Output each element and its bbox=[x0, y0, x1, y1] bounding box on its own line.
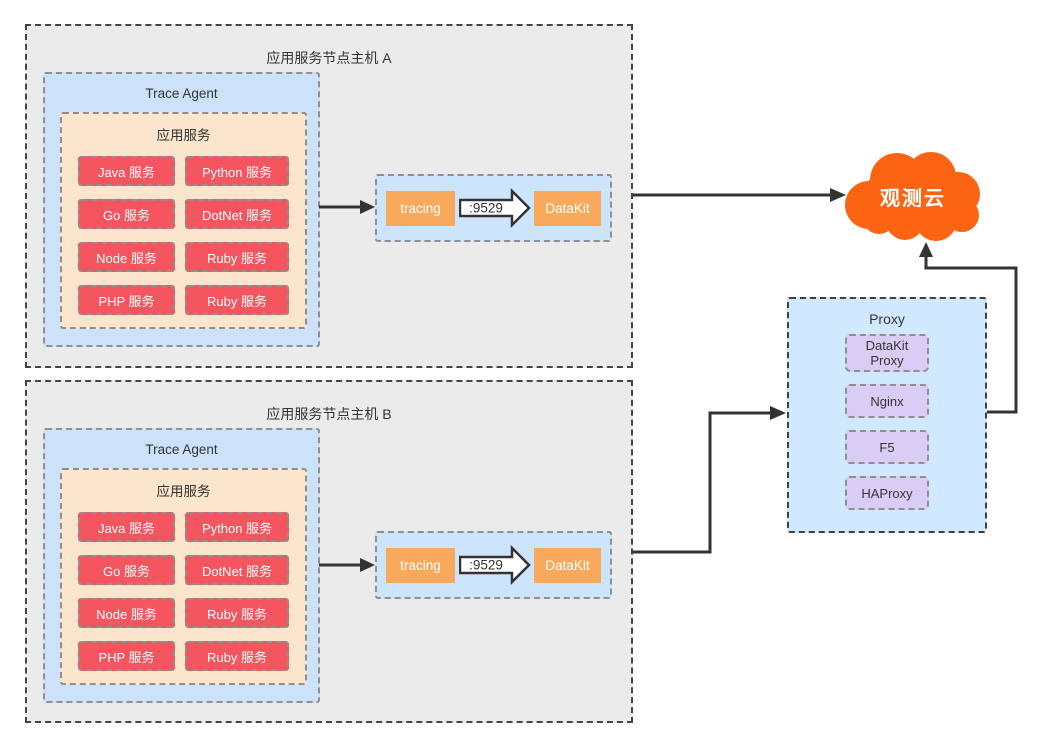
guance-cloud: 观测云 bbox=[841, 150, 985, 245]
service-grid-a: Java 服务 Python 服务 Go 服务 DotNet 服务 Node 服… bbox=[78, 156, 289, 315]
trace-agent-title: Trace Agent bbox=[145, 442, 218, 457]
service-grid-b: Java 服务 Python 服务 Go 服务 DotNet 服务 Node 服… bbox=[78, 512, 289, 671]
arrowhead-proxy bbox=[770, 406, 786, 420]
service-box-java: Java 服务 bbox=[78, 512, 175, 542]
trace-agent-box-b: Trace Agent 应用服务 Java 服务 Python 服务 Go 服务… bbox=[43, 428, 320, 703]
proxy-box: Proxy DataKit Proxy Nginx F5 HAProxy bbox=[787, 297, 987, 533]
service-box-go: Go 服务 bbox=[78, 199, 175, 229]
service-box-go: Go 服务 bbox=[78, 555, 175, 585]
proxy-item-datakit-proxy: DataKit Proxy bbox=[845, 334, 929, 372]
app-services-title: 应用服务 bbox=[156, 128, 211, 143]
service-box-dotnet: DotNet 服务 bbox=[185, 555, 289, 585]
port-label: :9529 bbox=[469, 558, 503, 573]
host-b-box: 应用服务节点主机 B Trace Agent 应用服务 Java 服务 Pyth… bbox=[25, 380, 633, 723]
service-box-php: PHP 服务 bbox=[78, 285, 175, 315]
proxy-item-nginx: Nginx bbox=[845, 384, 929, 418]
service-box-ruby: Ruby 服务 bbox=[185, 242, 289, 272]
service-box-ruby-2: Ruby 服务 bbox=[185, 285, 289, 315]
service-box-node: Node 服务 bbox=[78, 242, 175, 272]
trace-agent-title: Trace Agent bbox=[145, 86, 218, 101]
app-services-box-a: 应用服务 Java 服务 Python 服务 Go 服务 DotNet 服务 N… bbox=[60, 112, 307, 329]
trace-agent-box-a: Trace Agent 应用服务 Java 服务 Python 服务 Go 服务… bbox=[43, 72, 320, 347]
service-box-python: Python 服务 bbox=[185, 156, 289, 186]
service-box-dotnet: DotNet 服务 bbox=[185, 199, 289, 229]
proxy-items: DataKit Proxy Nginx F5 HAProxy bbox=[789, 334, 985, 510]
cloud-shape-icon bbox=[845, 152, 980, 241]
service-box-php: PHP 服务 bbox=[78, 641, 175, 671]
host-a-title: 应用服务节点主机 A bbox=[266, 50, 392, 66]
port-arrow-icon: :9529 bbox=[458, 188, 531, 228]
service-box-ruby-2: Ruby 服务 bbox=[185, 641, 289, 671]
app-services-box-b: 应用服务 Java 服务 Python 服务 Go 服务 DotNet 服务 N… bbox=[60, 468, 307, 685]
host-b-title: 应用服务节点主机 B bbox=[266, 406, 392, 422]
datakit-box: DataKit bbox=[534, 547, 601, 583]
port-arrow-icon: :9529 bbox=[458, 545, 531, 585]
service-box-node: Node 服务 bbox=[78, 598, 175, 628]
cloud-label: 观测云 bbox=[880, 188, 946, 210]
pipeline-box-a: tracing :9529 DataKit bbox=[375, 174, 612, 242]
tracing-box: tracing bbox=[386, 547, 455, 583]
datakit-box: DataKit bbox=[534, 190, 601, 226]
proxy-item-f5: F5 bbox=[845, 430, 929, 464]
app-services-title: 应用服务 bbox=[156, 484, 211, 499]
proxy-item-haproxy: HAProxy bbox=[845, 476, 929, 510]
service-box-python: Python 服务 bbox=[185, 512, 289, 542]
service-box-ruby: Ruby 服务 bbox=[185, 598, 289, 628]
service-box-java: Java 服务 bbox=[78, 156, 175, 186]
pipeline-box-b: tracing :9529 DataKit bbox=[375, 531, 612, 599]
proxy-title: Proxy bbox=[869, 311, 905, 327]
tracing-box: tracing bbox=[386, 190, 455, 226]
port-label: :9529 bbox=[469, 201, 503, 216]
